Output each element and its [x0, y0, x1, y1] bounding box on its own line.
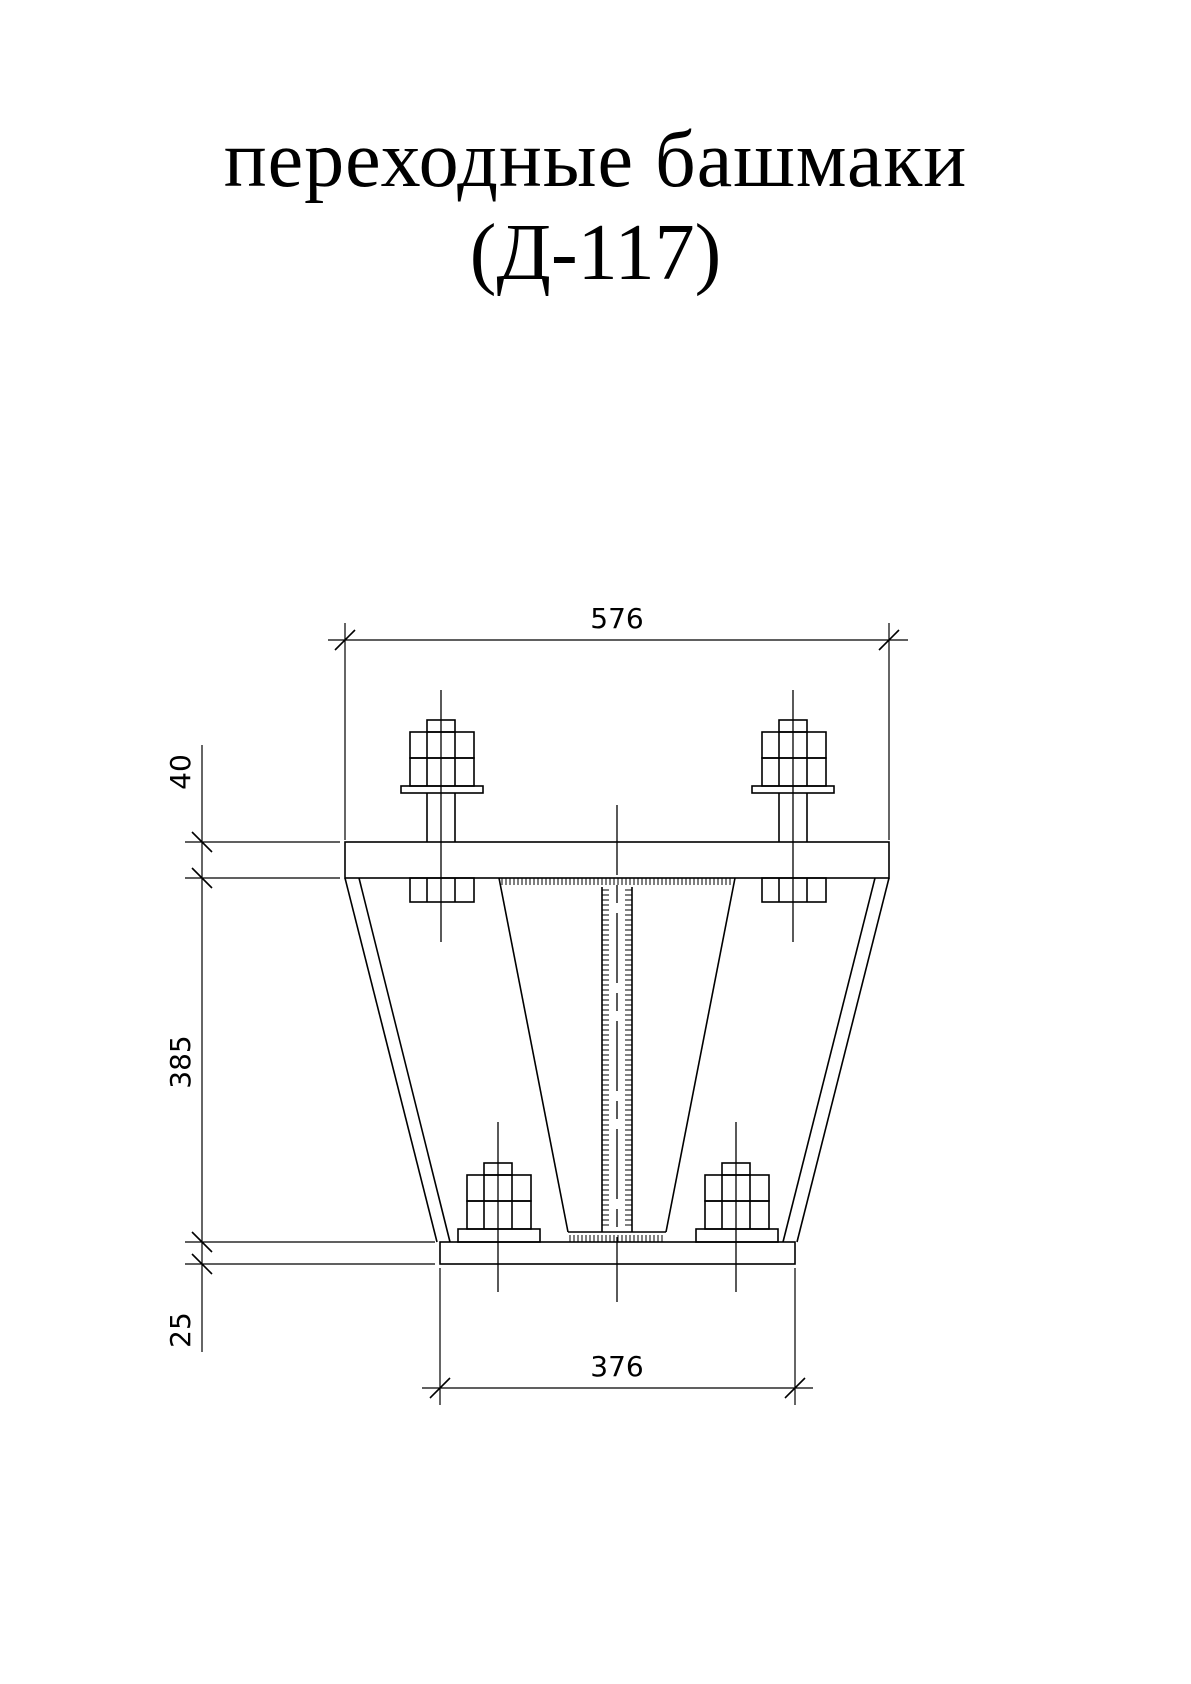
tick-mark [191, 1253, 213, 1275]
weld-seam-vertical-right [625, 889, 632, 1226]
dimension-label-376: 376 [590, 1350, 643, 1383]
nut-lower [704, 1200, 770, 1230]
dimension-label-40: 40 [164, 754, 197, 790]
tick-mark [191, 867, 213, 889]
nut-upper [704, 1174, 770, 1202]
dimension-label-385: 385 [164, 1035, 197, 1088]
weld-seam-top [501, 878, 731, 885]
tick-mark [191, 1231, 213, 1253]
tick-mark [784, 1377, 806, 1399]
weld-seam-vertical-left [602, 889, 609, 1226]
dimension-label-576: 576 [590, 602, 643, 635]
weld-seam-bottom [569, 1235, 663, 1242]
dimension-label-25: 25 [164, 1312, 197, 1348]
nut-upper [466, 1174, 532, 1202]
nut-lower [466, 1200, 532, 1230]
washer [695, 1228, 779, 1243]
anchor-bolt-top-left [400, 690, 484, 942]
side-wall-left [344, 877, 451, 1243]
tick-mark [429, 1377, 451, 1399]
washer [751, 785, 835, 794]
dimension-bottom-width: 376 [422, 1268, 813, 1405]
nut-lower [409, 757, 475, 787]
washer [457, 1228, 541, 1243]
washer [400, 785, 484, 794]
side-wall-right [782, 877, 890, 1243]
dimension-top-width: 576 [328, 602, 908, 840]
anchor-bolt-top-right [751, 690, 835, 942]
dimension-vertical: 40 385 25 [164, 745, 435, 1352]
nut-under-plate [409, 877, 475, 903]
anchor-bolt-bottom-right [695, 1122, 779, 1292]
title-line-1: переходные башмаки [223, 116, 968, 204]
nut-upper [761, 731, 827, 759]
title-line-2: (Д-117) [469, 209, 722, 297]
nut-upper [409, 731, 475, 759]
nut-under-plate [761, 877, 827, 903]
nut-lower [761, 757, 827, 787]
tick-mark [878, 629, 900, 651]
anchor-bolt-bottom-left [457, 1122, 541, 1292]
tick-mark [191, 831, 213, 853]
tick-mark [334, 629, 356, 651]
